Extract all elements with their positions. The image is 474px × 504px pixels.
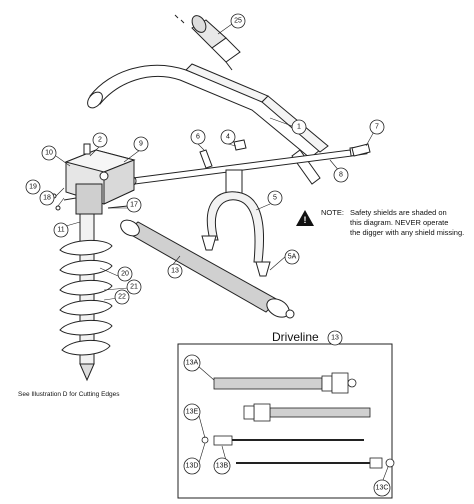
inner-shield xyxy=(269,407,371,418)
auger xyxy=(59,213,113,382)
callout-21 xyxy=(126,279,142,295)
part-25-coupler xyxy=(174,14,241,71)
callout-13e xyxy=(183,403,201,421)
driveline-title: Driveline xyxy=(272,330,319,344)
driveline-title-callout xyxy=(327,330,343,346)
callout-21-label: 21 xyxy=(130,284,138,291)
callout-11 xyxy=(53,222,69,238)
callout-13c xyxy=(373,479,391,497)
callout-19 xyxy=(25,179,41,195)
safety-note: ! NOTE: Safety shields are shaded on thi… xyxy=(296,208,464,237)
callout-22-label: 22 xyxy=(118,294,126,301)
callout-8 xyxy=(333,167,349,183)
callout-17-label: 17 xyxy=(130,202,138,209)
callout-2 xyxy=(92,132,108,148)
callout-7 xyxy=(369,119,385,135)
callout-13 xyxy=(167,263,183,279)
callout-13b-label: 13B xyxy=(216,463,229,470)
note-line-1: Safety shields are shaded on xyxy=(350,208,447,217)
driveline-frame xyxy=(177,343,393,499)
part-8-tube xyxy=(131,145,368,185)
callout-20 xyxy=(117,266,133,282)
cutting-edges-caption: See Illustration D for Cutting Edges xyxy=(18,391,120,398)
callout-9-label: 9 xyxy=(139,141,143,148)
callout-20-label: 20 xyxy=(121,271,129,278)
callout-10 xyxy=(41,145,57,161)
callout-5a-label: 5A xyxy=(288,254,297,261)
callout-17 xyxy=(126,197,142,213)
callout-22 xyxy=(114,289,130,305)
callout-5 xyxy=(267,190,283,206)
callout-13a-label: 13A xyxy=(186,360,199,367)
callout-4 xyxy=(220,129,236,145)
callout-8-label: 8 xyxy=(339,172,343,179)
part-5-stand xyxy=(201,169,271,277)
part-13a-shield xyxy=(213,377,323,390)
callout-18 xyxy=(39,190,55,206)
callout-11-label: 11 xyxy=(57,227,64,234)
note-line-3: the digger with any shield missing. xyxy=(350,228,464,237)
callout-25-label: 25 xyxy=(234,18,242,25)
callout-6 xyxy=(190,129,206,145)
part-13-driveline xyxy=(120,219,295,319)
driveline-inset: Driveline 13 13A 13E xyxy=(177,330,395,499)
note-label: NOTE: xyxy=(321,208,344,217)
callout-13b xyxy=(213,457,231,475)
note-line-2: this diagram. NEVER operate xyxy=(350,218,448,227)
callout-25 xyxy=(230,13,246,29)
callout-4-label: 4 xyxy=(226,134,230,141)
callout-10-label: 10 xyxy=(45,150,53,157)
callout-18-label: 18 xyxy=(43,195,51,202)
small-parts xyxy=(51,139,371,211)
callout-7-label: 7 xyxy=(375,124,379,131)
callout-5-label: 5 xyxy=(273,195,277,202)
callout-13d-label: 13D xyxy=(186,463,199,470)
callout-13d xyxy=(183,457,201,475)
callout-labels: 25 1 2 9 10 6 4 7 8 5 19 18 17 11 13 5A … xyxy=(29,18,379,301)
callout-9 xyxy=(133,136,149,152)
callout-13c-label: 13C xyxy=(376,485,389,492)
gearbox xyxy=(64,143,136,215)
callout-5a xyxy=(284,249,300,265)
callout-13-label: 13 xyxy=(171,268,179,275)
callout-1-label: 1 xyxy=(297,124,301,131)
callouts xyxy=(25,13,385,305)
callout-2-label: 2 xyxy=(98,137,102,144)
callout-1 xyxy=(291,119,307,135)
driveline-title-callout-label: 13 xyxy=(331,335,339,342)
warning-icon xyxy=(296,210,314,226)
callout-13e-label: 13E xyxy=(186,409,199,416)
warning-icon-mark: ! xyxy=(304,215,307,225)
callout-13a xyxy=(183,354,201,372)
callout-6-label: 6 xyxy=(196,134,200,141)
callout-19-label: 19 xyxy=(29,184,37,191)
